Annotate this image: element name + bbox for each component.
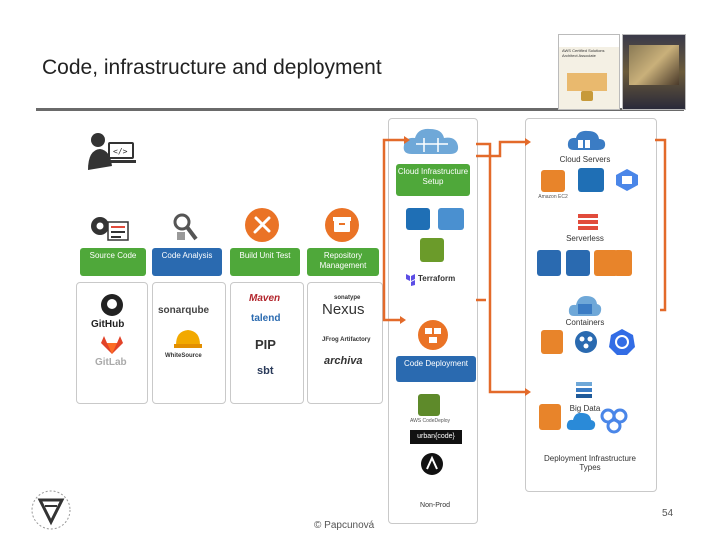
cloud-servers-label: Cloud Servers <box>559 155 611 164</box>
codedeploy-icon <box>418 394 440 416</box>
magnifier-wrench-icon <box>173 213 198 241</box>
book-cover-photo <box>622 34 686 110</box>
ansible-icon <box>421 453 443 475</box>
amazon-ec2-label: Amazon EC2 <box>538 194 568 200</box>
repository-box-icon <box>325 208 359 242</box>
big-data-label: Big Data <box>569 404 601 413</box>
github-label: GitHub <box>91 319 125 330</box>
balance-icon <box>566 250 590 276</box>
cloud-network-icon <box>403 128 459 154</box>
gitlab-label: GitLab <box>95 357 127 368</box>
university-logo <box>31 490 71 530</box>
container-cluster-icon <box>575 331 597 353</box>
non-prod-label: Non-Prod <box>420 502 450 509</box>
maven-logo: Maven <box>249 293 281 304</box>
code-deployment-button[interactable]: Code Deployment <box>396 356 476 382</box>
big-data-icon <box>576 382 592 398</box>
archiva-logo: archiva <box>324 355 363 367</box>
build-tools-icon <box>245 208 279 242</box>
book-cover-title: AWS Certified Solutions Architect Associ… <box>562 48 605 58</box>
whitesource-label: WhiteSource <box>165 353 202 359</box>
deployment-icon <box>418 320 448 350</box>
sonatype-label: sonatype <box>334 295 361 301</box>
serverless-label: Serverless <box>566 234 604 243</box>
hdinsight-icon <box>566 412 596 430</box>
azure-functions-icon <box>537 250 561 276</box>
aws-lambda-alt-icon <box>614 250 632 276</box>
build-tools-panel: Maven talend PIP sbt <box>230 282 304 404</box>
repository-tools-panel: sonatype Nexus JFrog Artifactory archiva <box>307 282 383 404</box>
cloudformation-icon <box>420 238 444 262</box>
repository-management-button[interactable]: Repository Management <box>307 248 379 276</box>
book-cover-aws: AWS Certified Solutions Architect Associ… <box>558 34 620 110</box>
terraform-icon <box>406 274 415 286</box>
page-number: 54 <box>662 508 674 519</box>
title-divider <box>36 108 684 111</box>
amazon-ec2-icon <box>541 170 565 192</box>
code-analysis-tools-panel: sonarqube WhiteSource <box>152 282 226 404</box>
build-unit-test-button[interactable]: Build Unit Test <box>230 248 300 276</box>
github-logo-icon <box>101 294 123 316</box>
source-code-tools-panel: GitHub GitLab <box>76 282 148 404</box>
developer-icon: </> <box>88 133 136 170</box>
gcp-compute-icon <box>616 169 638 191</box>
deployment-types-label: Deployment Infrastructure Types <box>543 454 637 472</box>
sbt-logo: sbt <box>257 365 274 377</box>
aws-codedeploy-label: AWS CodeDeploy <box>409 418 451 424</box>
whitesource-hardhat-icon <box>174 330 202 348</box>
containers-label: Containers <box>565 318 605 327</box>
code-analysis-button[interactable]: Code Analysis <box>152 248 222 276</box>
talend-logo: talend <box>251 313 281 324</box>
urbancode-logo: urban{code} <box>410 430 462 444</box>
pip-logo: PIP <box>255 337 276 352</box>
azure-vm-icon <box>578 168 604 192</box>
jfrog-label: JFrog Artifactory <box>322 337 371 343</box>
svg-text:</>: </> <box>113 147 128 156</box>
kubernetes-icon <box>609 329 635 355</box>
gitlab-logo-icon <box>101 336 123 354</box>
serverless-icon <box>578 214 598 230</box>
cloud-infrastructure-setup-button[interactable]: Cloud Infrastructure Setup <box>396 164 470 196</box>
aws-emr-icon <box>539 404 561 430</box>
aws-ecs-icon <box>541 330 563 354</box>
source-code-button[interactable]: Source Code <box>80 248 146 276</box>
cloud-compute-icon <box>406 208 430 230</box>
slide-title: Code, infrastructure and deployment <box>42 56 382 79</box>
terraform-label: Terraform <box>418 274 456 283</box>
cube-icon <box>438 208 464 230</box>
containers-icon <box>568 296 602 316</box>
cloud-servers-icon <box>567 130 606 150</box>
gear-document-icon <box>91 217 129 241</box>
nexus-logo: Nexus <box>322 301 365 318</box>
dataproc-icon <box>600 408 628 434</box>
author-credit: © Papcunová <box>314 520 375 531</box>
sonarqube-logo: sonarqube <box>158 305 210 316</box>
